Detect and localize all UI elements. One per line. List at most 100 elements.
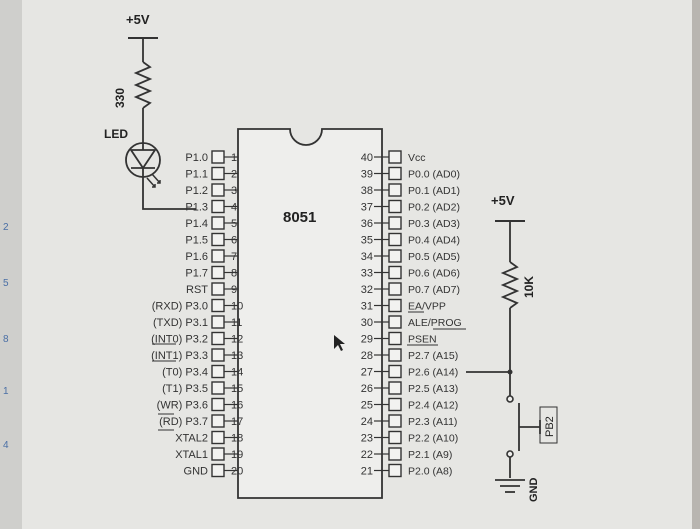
pin-name: GND <box>184 466 209 478</box>
led-label: LED <box>104 127 128 141</box>
pin-name: P2.3 (A11) <box>408 416 457 428</box>
pin-number: 1 <box>231 152 237 164</box>
pin-box <box>388 183 402 197</box>
pin-name: (INT1) P3.3 <box>151 350 208 362</box>
pin-number: 20 <box>231 466 243 478</box>
pin-name: (TXD) P3.1 <box>153 317 208 329</box>
pin-box <box>211 414 225 428</box>
chip-name: 8051 <box>283 209 316 226</box>
pin-number: 37 <box>361 202 373 214</box>
pin-name: (T0) P3.4 <box>162 367 208 379</box>
pin-name: P2.5 (A13) <box>408 383 458 395</box>
pin-box <box>211 183 225 197</box>
button-label: PB2 <box>544 416 556 437</box>
pin-box <box>211 232 225 247</box>
pin-box <box>388 348 402 362</box>
pin-number: 26 <box>361 383 373 395</box>
pin-name: P0.3 (AD3) <box>408 218 460 230</box>
pin-name: P2.4 (A12) <box>408 400 458 412</box>
strip-number: 1 <box>3 386 9 397</box>
resistor-label: 330 <box>113 88 127 108</box>
pin-box <box>211 265 225 280</box>
pin-name: PSEN <box>408 334 437 346</box>
pin-name: P1.5 <box>185 235 208 247</box>
pin-box <box>388 265 402 280</box>
pin-number: 34 <box>361 251 373 263</box>
pin-number: 15 <box>231 383 243 395</box>
pin-number: 22 <box>361 449 373 461</box>
pin-box <box>388 298 402 313</box>
right-pin: 29 PSEN <box>361 331 437 346</box>
pin-number: 17 <box>231 416 243 428</box>
pin-box <box>211 331 225 346</box>
pin-name: P0.7 (AD7) <box>408 284 460 296</box>
pin-number: 7 <box>231 251 237 263</box>
pin-name: XTAL1 <box>175 449 208 461</box>
pin-number: 35 <box>361 235 373 247</box>
ground-label: GND <box>528 478 540 503</box>
led-icon <box>125 142 161 188</box>
resistor-icon <box>133 61 153 109</box>
pin-number: 4 <box>231 202 237 214</box>
pullup-label: 10K <box>522 276 536 298</box>
pin-number: 29 <box>361 334 373 346</box>
pin-box <box>211 298 225 313</box>
pin-box <box>211 150 225 164</box>
right-pin: 34 P0.5 (AD5) <box>361 249 460 263</box>
pin-box <box>388 150 402 164</box>
pin-box <box>211 364 225 379</box>
pin-name: P1.2 <box>185 185 208 197</box>
pin-name: P2.0 (A8) <box>408 466 452 478</box>
pin-box <box>211 381 225 395</box>
pin-name: P0.5 (AD5) <box>408 251 460 263</box>
pin-name: XTAL2 <box>175 433 208 445</box>
pin-box <box>211 463 225 478</box>
pin-number: 30 <box>361 317 373 329</box>
pin-name: P1.3 <box>185 202 208 214</box>
pin-name: (T1) P3.5 <box>162 383 208 395</box>
pin-box <box>211 315 225 329</box>
pin-name: P2.2 (A10) <box>408 433 458 445</box>
left-pin: P1.3 4 <box>185 199 238 214</box>
pin-name: RST <box>186 284 208 296</box>
pin-box <box>388 414 402 428</box>
pin-number: 21 <box>361 466 373 478</box>
pin-number: 13 <box>231 350 243 362</box>
junction-dot <box>507 369 513 375</box>
pin-box <box>388 216 402 230</box>
pin-box <box>211 447 225 461</box>
pin-box <box>388 447 402 461</box>
pin-box <box>211 166 225 181</box>
pin-box <box>388 364 402 379</box>
right-pin: 32 P0.7 (AD7) <box>361 282 460 296</box>
pin-number: 32 <box>361 284 373 296</box>
pin-number: 3 <box>231 185 237 197</box>
pullup-resistor-icon <box>500 261 520 309</box>
pin-number: 27 <box>361 367 373 379</box>
pin-number: 10 <box>231 301 243 313</box>
pushbutton-icon <box>506 395 541 458</box>
strip-number: 8 <box>3 334 9 345</box>
pin-name: P1.6 <box>185 251 208 263</box>
pin-number: 12 <box>231 334 243 346</box>
left-pin: (T1) P3.5 15 <box>162 381 243 395</box>
pin-name: P0.0 (AD0) <box>408 169 460 181</box>
pin-number: 14 <box>231 367 243 379</box>
pin-box <box>388 315 402 329</box>
pin-number: 39 <box>361 169 373 181</box>
pin-box <box>211 249 225 263</box>
